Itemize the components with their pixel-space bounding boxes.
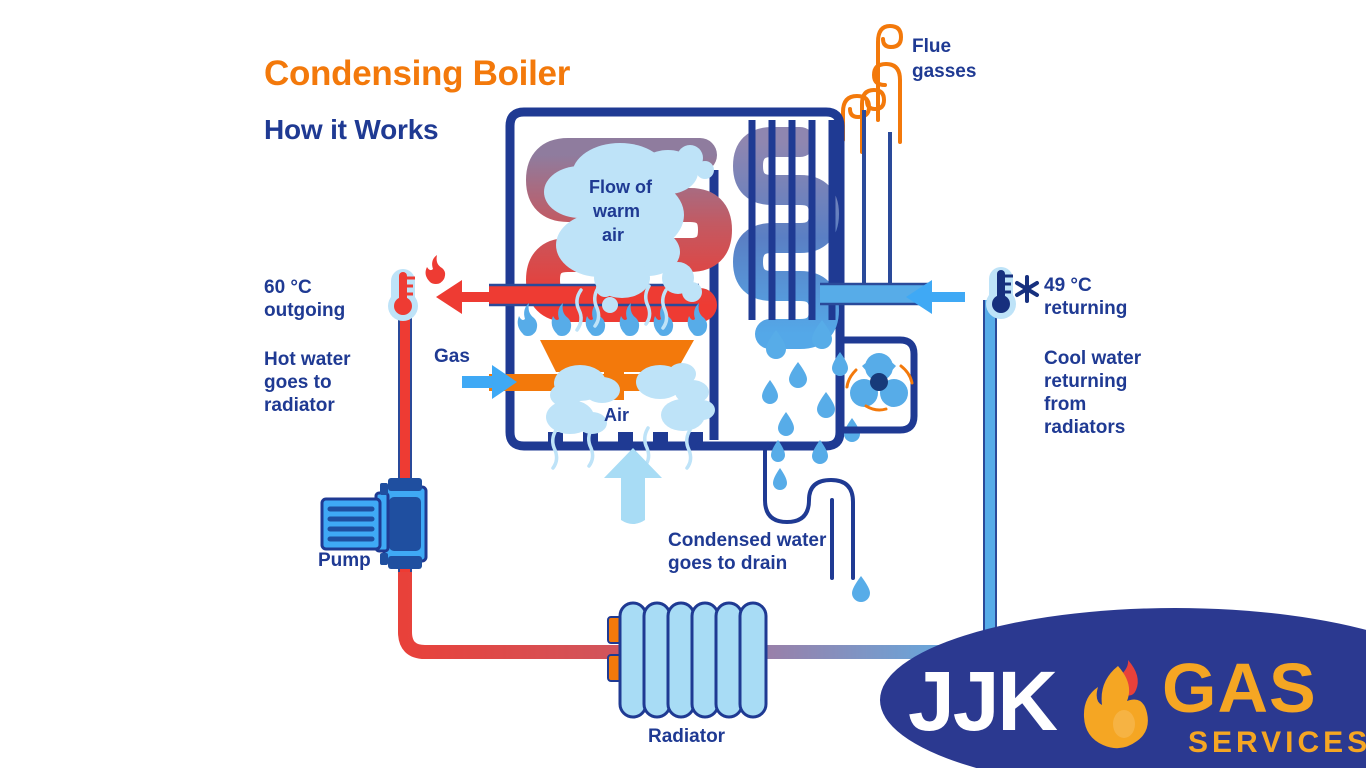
thermometer-cold-icon <box>986 267 1016 319</box>
condensate-drain-pipe <box>763 445 855 580</box>
arrow-left-blue-icon <box>906 280 965 314</box>
pump-label: Pump <box>318 550 371 571</box>
hot-water-label-2: goes to <box>264 372 332 393</box>
cool-water-label-4: radiators <box>1044 417 1125 438</box>
drain-droplet <box>852 576 870 602</box>
cool-water-label-3: from <box>1044 394 1086 415</box>
radiator-group <box>607 601 768 719</box>
page-title: Condensing Boiler <box>264 54 571 93</box>
cool-water-label-2: returning <box>1044 371 1127 392</box>
arrow-left-red-icon <box>436 280 495 314</box>
flow-warm-air-label-1: Flow of <box>589 177 653 197</box>
flue-swirl-1 <box>876 23 904 122</box>
hot-water-label-3: radiator <box>264 395 335 416</box>
warm-air-cloud <box>544 143 714 313</box>
arrow-up-air-icon <box>604 448 662 524</box>
temp-out-label-2: outgoing <box>264 300 345 321</box>
temp-in-label-1: 49 °C <box>1044 275 1092 296</box>
air-cloud-lower <box>546 363 715 434</box>
flue-gasses-label-2: gasses <box>912 61 976 82</box>
logo-subtext: SERVICES <box>1188 726 1366 759</box>
flow-warm-air-label-3: air <box>602 225 624 245</box>
pump-body <box>389 497 421 551</box>
burner-flames-group <box>517 303 708 336</box>
temp-out-label-1: 60 °C <box>264 277 312 298</box>
flame-icon <box>425 255 446 284</box>
flame-icon-logo <box>1083 660 1148 749</box>
logo-word: GAS <box>1162 649 1317 727</box>
flue-gasses-label-1: Flue <box>912 36 951 57</box>
thermometer-hot-icon <box>388 269 418 321</box>
pump-group <box>320 478 428 569</box>
flue-gasses-group <box>841 23 904 300</box>
condensation-droplets <box>762 320 860 490</box>
cold-inlet-pipe <box>820 284 930 304</box>
flow-warm-air-label-2: warm <box>592 201 640 221</box>
pump-motor-fins <box>327 506 375 542</box>
cool-water-label-1: Cool water <box>1044 348 1142 369</box>
radiator-fins <box>618 601 768 719</box>
fan-housing <box>840 336 918 434</box>
pump-top-joint <box>388 478 422 491</box>
air-label: Air <box>604 405 629 425</box>
boiler-casing <box>505 107 845 451</box>
radiator-label: Radiator <box>648 726 726 747</box>
heat-exchanger-hot-coil <box>526 138 732 322</box>
vapour-squiggles <box>551 284 693 470</box>
logo-group[interactable]: JJK GAS SERVICES <box>880 608 1366 768</box>
flue-swirl-4 <box>871 61 902 144</box>
arrow-right-blue-icon <box>462 365 517 399</box>
flue-swirl-2 <box>860 87 887 154</box>
page-subtitle: How it Works <box>264 114 438 145</box>
condensed-water-label-2: goes to drain <box>668 553 787 574</box>
logo-brand: JJK <box>908 654 1057 748</box>
burner-tray <box>540 340 694 372</box>
temp-in-label-2: returning <box>1044 298 1127 319</box>
hot-water-label-1: Hot water <box>264 349 351 370</box>
fan-icon <box>845 353 914 412</box>
flue-swirl-3 <box>841 93 872 142</box>
bottom-flow-pipe <box>398 560 985 659</box>
condensed-water-label-1: Condensed water <box>668 530 827 551</box>
pump-bottom-joint <box>388 556 422 569</box>
snowflake-icon <box>1015 275 1039 303</box>
gas-label: Gas <box>434 346 470 367</box>
